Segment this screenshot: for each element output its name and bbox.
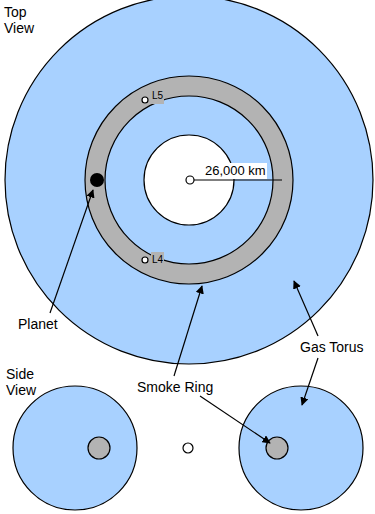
lagrange-label: L4 xyxy=(151,252,164,268)
lagrange-label: L5 xyxy=(151,88,164,104)
central-body-side xyxy=(183,443,193,453)
gas-torus-side-right xyxy=(239,386,363,510)
gas-torus-side-left xyxy=(13,386,137,510)
gas-torus-top xyxy=(5,0,373,364)
leader-line xyxy=(174,286,202,376)
dimension-label: 26,000 km xyxy=(204,163,267,179)
planet-dot xyxy=(90,173,104,187)
smoke-ring-side-left xyxy=(88,437,110,459)
leader-line xyxy=(302,358,318,405)
callout-label: Planet xyxy=(18,316,58,332)
smoke-ring-outer xyxy=(85,76,293,284)
callout-label: Gas Torus xyxy=(300,339,364,355)
central-body xyxy=(186,176,194,184)
view-title: Side View xyxy=(6,366,46,398)
radius-line xyxy=(194,179,282,180)
leader-line xyxy=(200,396,270,443)
smoke-ring-side-right xyxy=(266,437,288,459)
l4-point xyxy=(142,257,148,263)
leader-line xyxy=(50,190,93,313)
view-title: Top View xyxy=(4,4,44,36)
l5-point xyxy=(142,97,148,103)
leader-line xyxy=(294,281,318,336)
callout-label: Smoke Ring xyxy=(137,379,213,395)
